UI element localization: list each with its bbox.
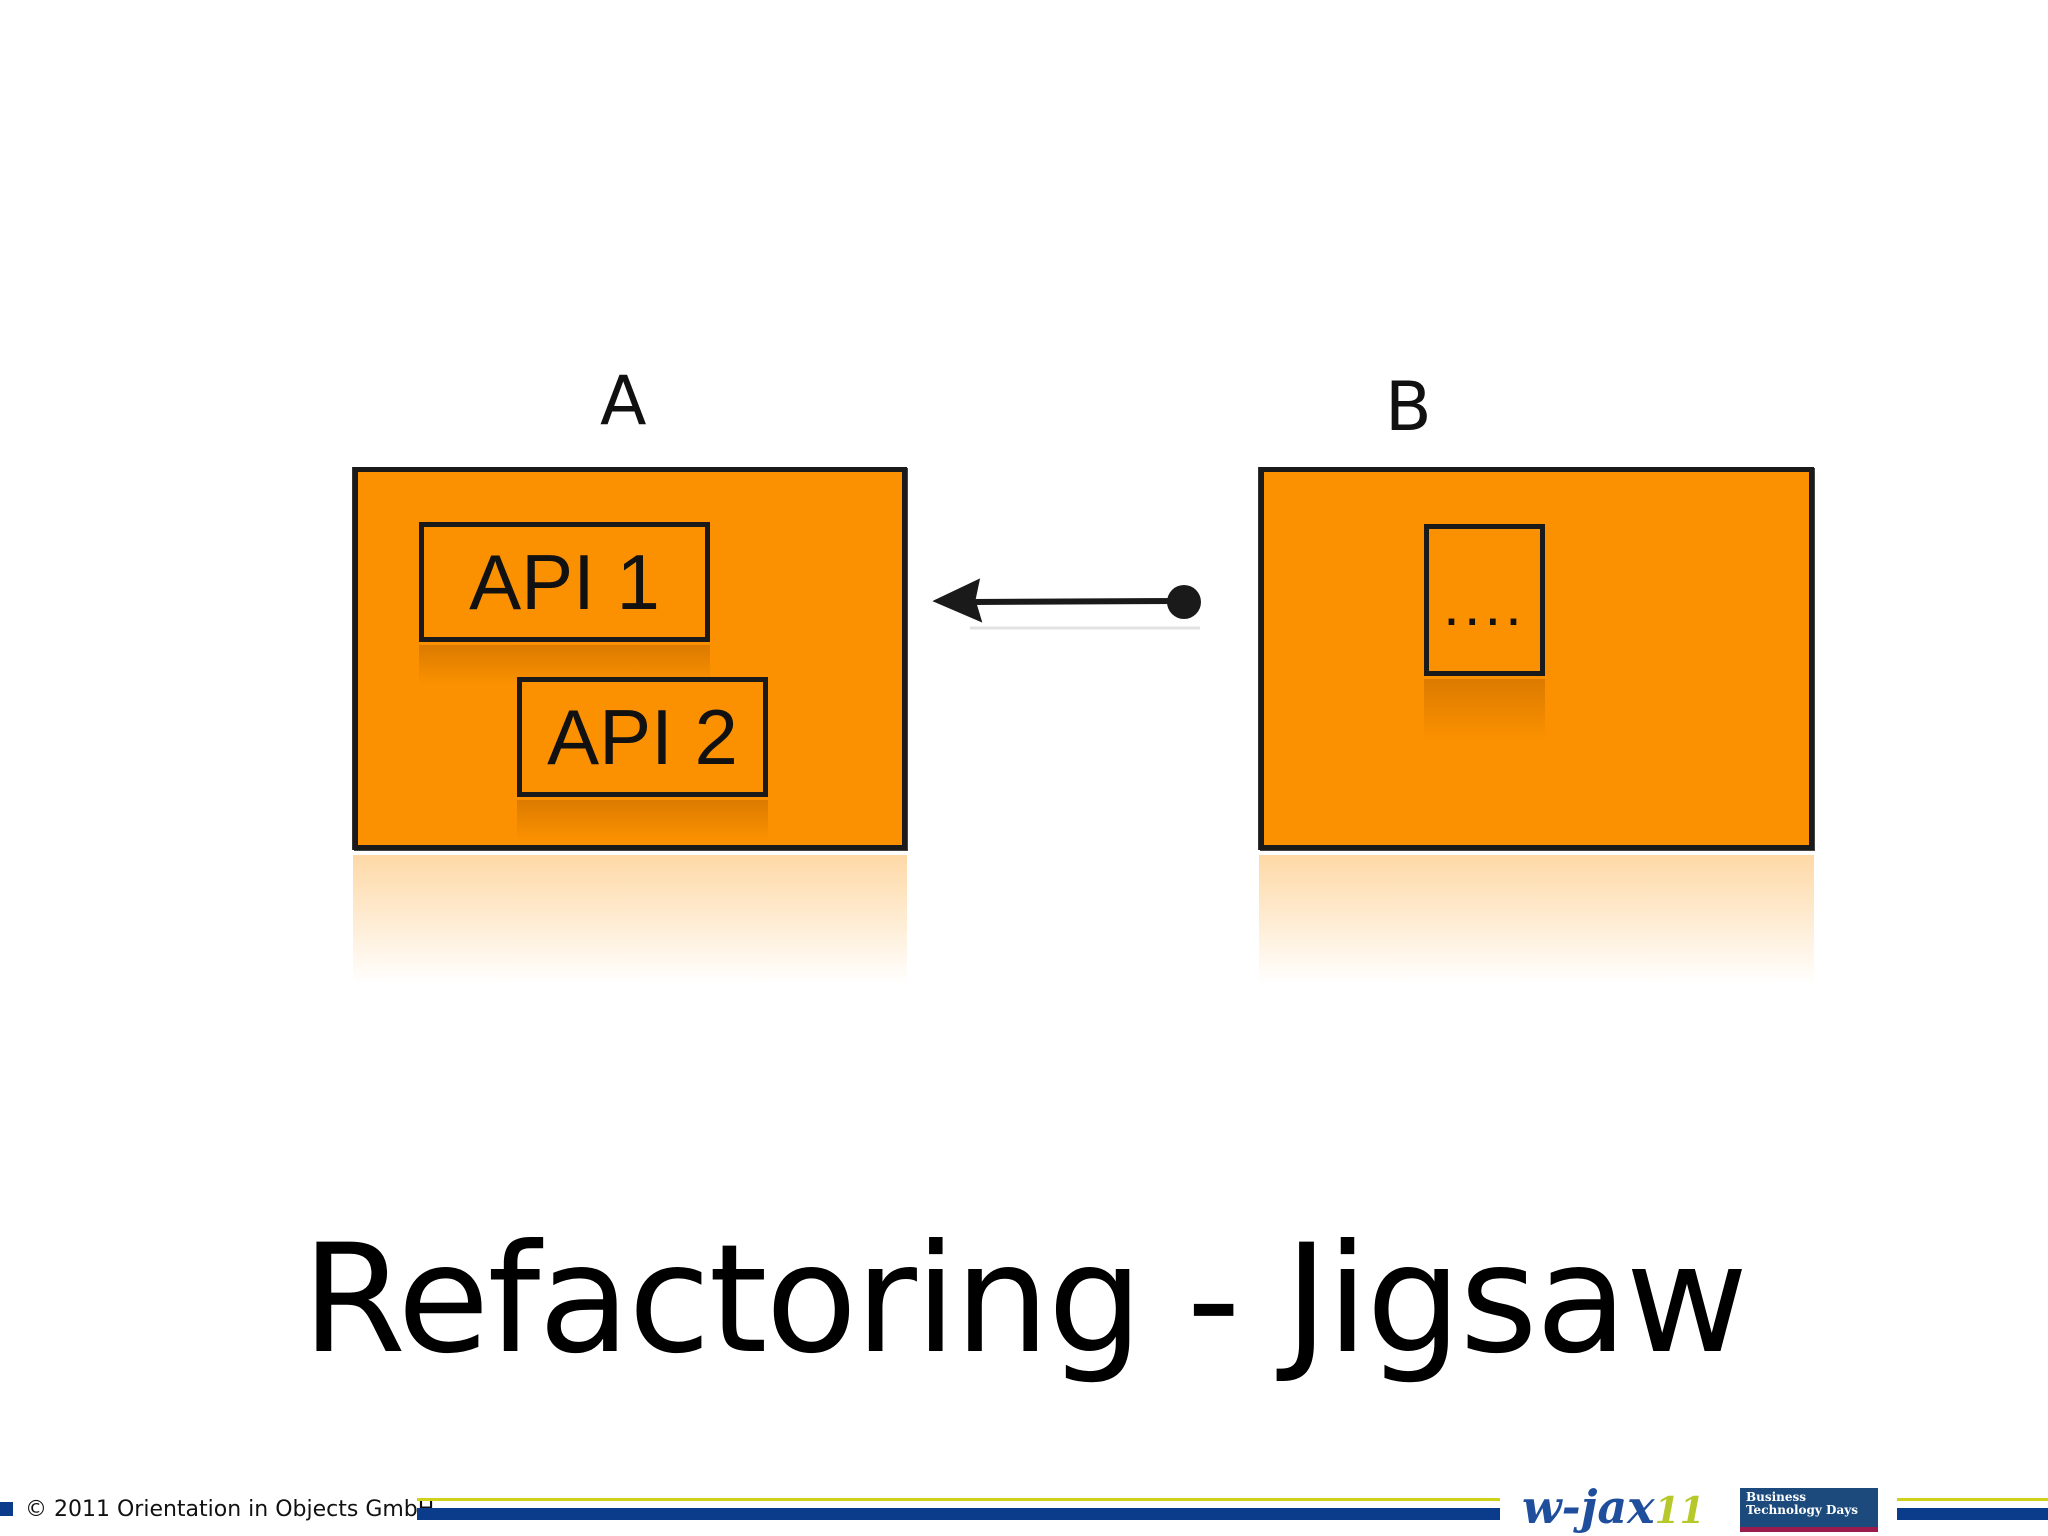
api-2-label: API 2	[547, 693, 738, 781]
arrow-shaft	[969, 598, 1181, 605]
btd-logo-stripe	[1740, 1527, 1878, 1532]
btd-logo-line2: Technology Days	[1746, 1503, 1858, 1517]
slide-title: Refactoring - Jigsaw	[301, 1213, 1749, 1387]
btd-logo-line1: Business	[1746, 1490, 1807, 1504]
dependency-arrow	[932, 578, 1201, 630]
module-a-reflection	[353, 855, 907, 985]
arrow-tail-dot	[1167, 585, 1201, 619]
module-b-label: B	[1385, 368, 1432, 447]
module-b-inner-reflection	[1424, 679, 1545, 739]
module-b-inner-box: ....	[1424, 524, 1545, 676]
api-2-box: API 2	[517, 677, 768, 797]
module-a-label: A	[600, 362, 647, 441]
wjax-logo-number: 11	[1654, 1490, 1705, 1532]
footer-bar-yellow-right	[1897, 1498, 2048, 1501]
module-b-reflection	[1259, 855, 1814, 985]
footer-marker	[0, 1502, 13, 1516]
footer-bar-blue-left	[417, 1508, 1500, 1520]
wjax-logo: w-jax11	[1522, 1482, 1712, 1532]
api-2-reflection	[517, 800, 768, 840]
footer-bar-blue-right	[1897, 1508, 2048, 1520]
copyright-text: © 2011 Orientation in Objects GmbH	[25, 1497, 435, 1522]
wjax-logo-text: w-jax	[1522, 1480, 1655, 1534]
api-1-box: API 1	[419, 522, 710, 642]
footer-bar-yellow-left	[417, 1498, 1500, 1501]
api-1-label: API 1	[469, 538, 660, 626]
business-technology-days-logo: Business Technology Days	[1740, 1488, 1878, 1532]
footer: © 2011 Orientation in Objects GmbH w-jax…	[0, 1480, 2048, 1536]
module-b-inner-label: ....	[1443, 571, 1526, 638]
